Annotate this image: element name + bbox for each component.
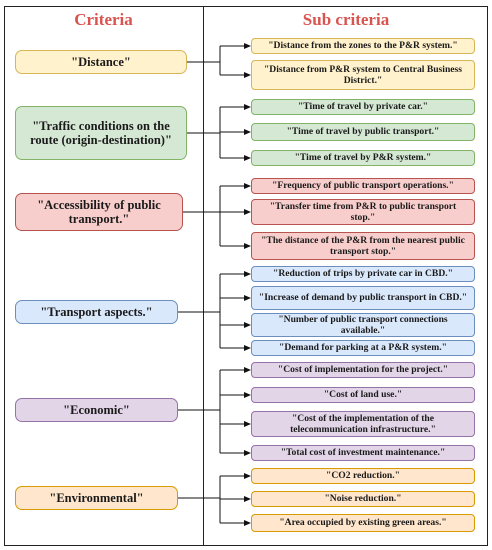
- sub-criterion-box: "The distance of the P&R from the neares…: [251, 232, 475, 260]
- sub-criterion-box: "Time of travel by P&R system.": [251, 150, 475, 166]
- sub-criterion-box: "Time of travel by public transport.": [251, 123, 475, 141]
- column-divider: [203, 6, 204, 546]
- diagram-frame: [4, 6, 488, 546]
- sub-criterion-box: "Cost of land use.": [251, 387, 475, 403]
- sub-criterion-box: "Time of travel by private car.": [251, 99, 475, 115]
- sub-criterion-box: "Noise reduction.": [251, 491, 475, 507]
- sub-criterion-box: "Frequency of public transport operation…: [251, 178, 475, 194]
- sub-criterion-box: "Reduction of trips by private car in CB…: [251, 266, 475, 282]
- sub-criterion-box: "Number of public transport connections …: [251, 313, 475, 337]
- sub-criterion-box: "Demand for parking at a P&R system.": [251, 340, 475, 356]
- sub-criterion-box: "Cost of the implementation of the telec…: [251, 411, 475, 437]
- criterion-box: "Distance": [15, 50, 187, 74]
- criterion-box: "Economic": [15, 398, 178, 422]
- sub-criteria-header: Sub criteria: [302, 10, 390, 29]
- criterion-box: "Traffic conditions on the route (origin…: [15, 106, 187, 160]
- criterion-box: "Transport aspects.": [15, 300, 178, 324]
- criterion-box: "Environmental": [15, 486, 178, 510]
- sub-criterion-box: "Increase of demand by public transport …: [251, 286, 475, 310]
- sub-criterion-box: "Area occupied by existing green areas.": [251, 514, 475, 532]
- sub-criterion-box: "Total cost of investment maintenance.": [251, 445, 475, 461]
- sub-criterion-box: "Cost of implementation for the project.…: [251, 362, 475, 378]
- criteria-header: Criteria: [74, 10, 133, 29]
- sub-criterion-box: "Distance from P&R system to Central Bus…: [251, 60, 475, 90]
- sub-criterion-box: "Distance from the zones to the P&R syst…: [251, 38, 475, 54]
- criterion-box: "Accessibility of public transport.": [15, 193, 183, 231]
- sub-criterion-box: "CO2 reduction.": [251, 468, 475, 484]
- sub-criterion-box: "Transfer time from P&R to public transp…: [251, 199, 475, 225]
